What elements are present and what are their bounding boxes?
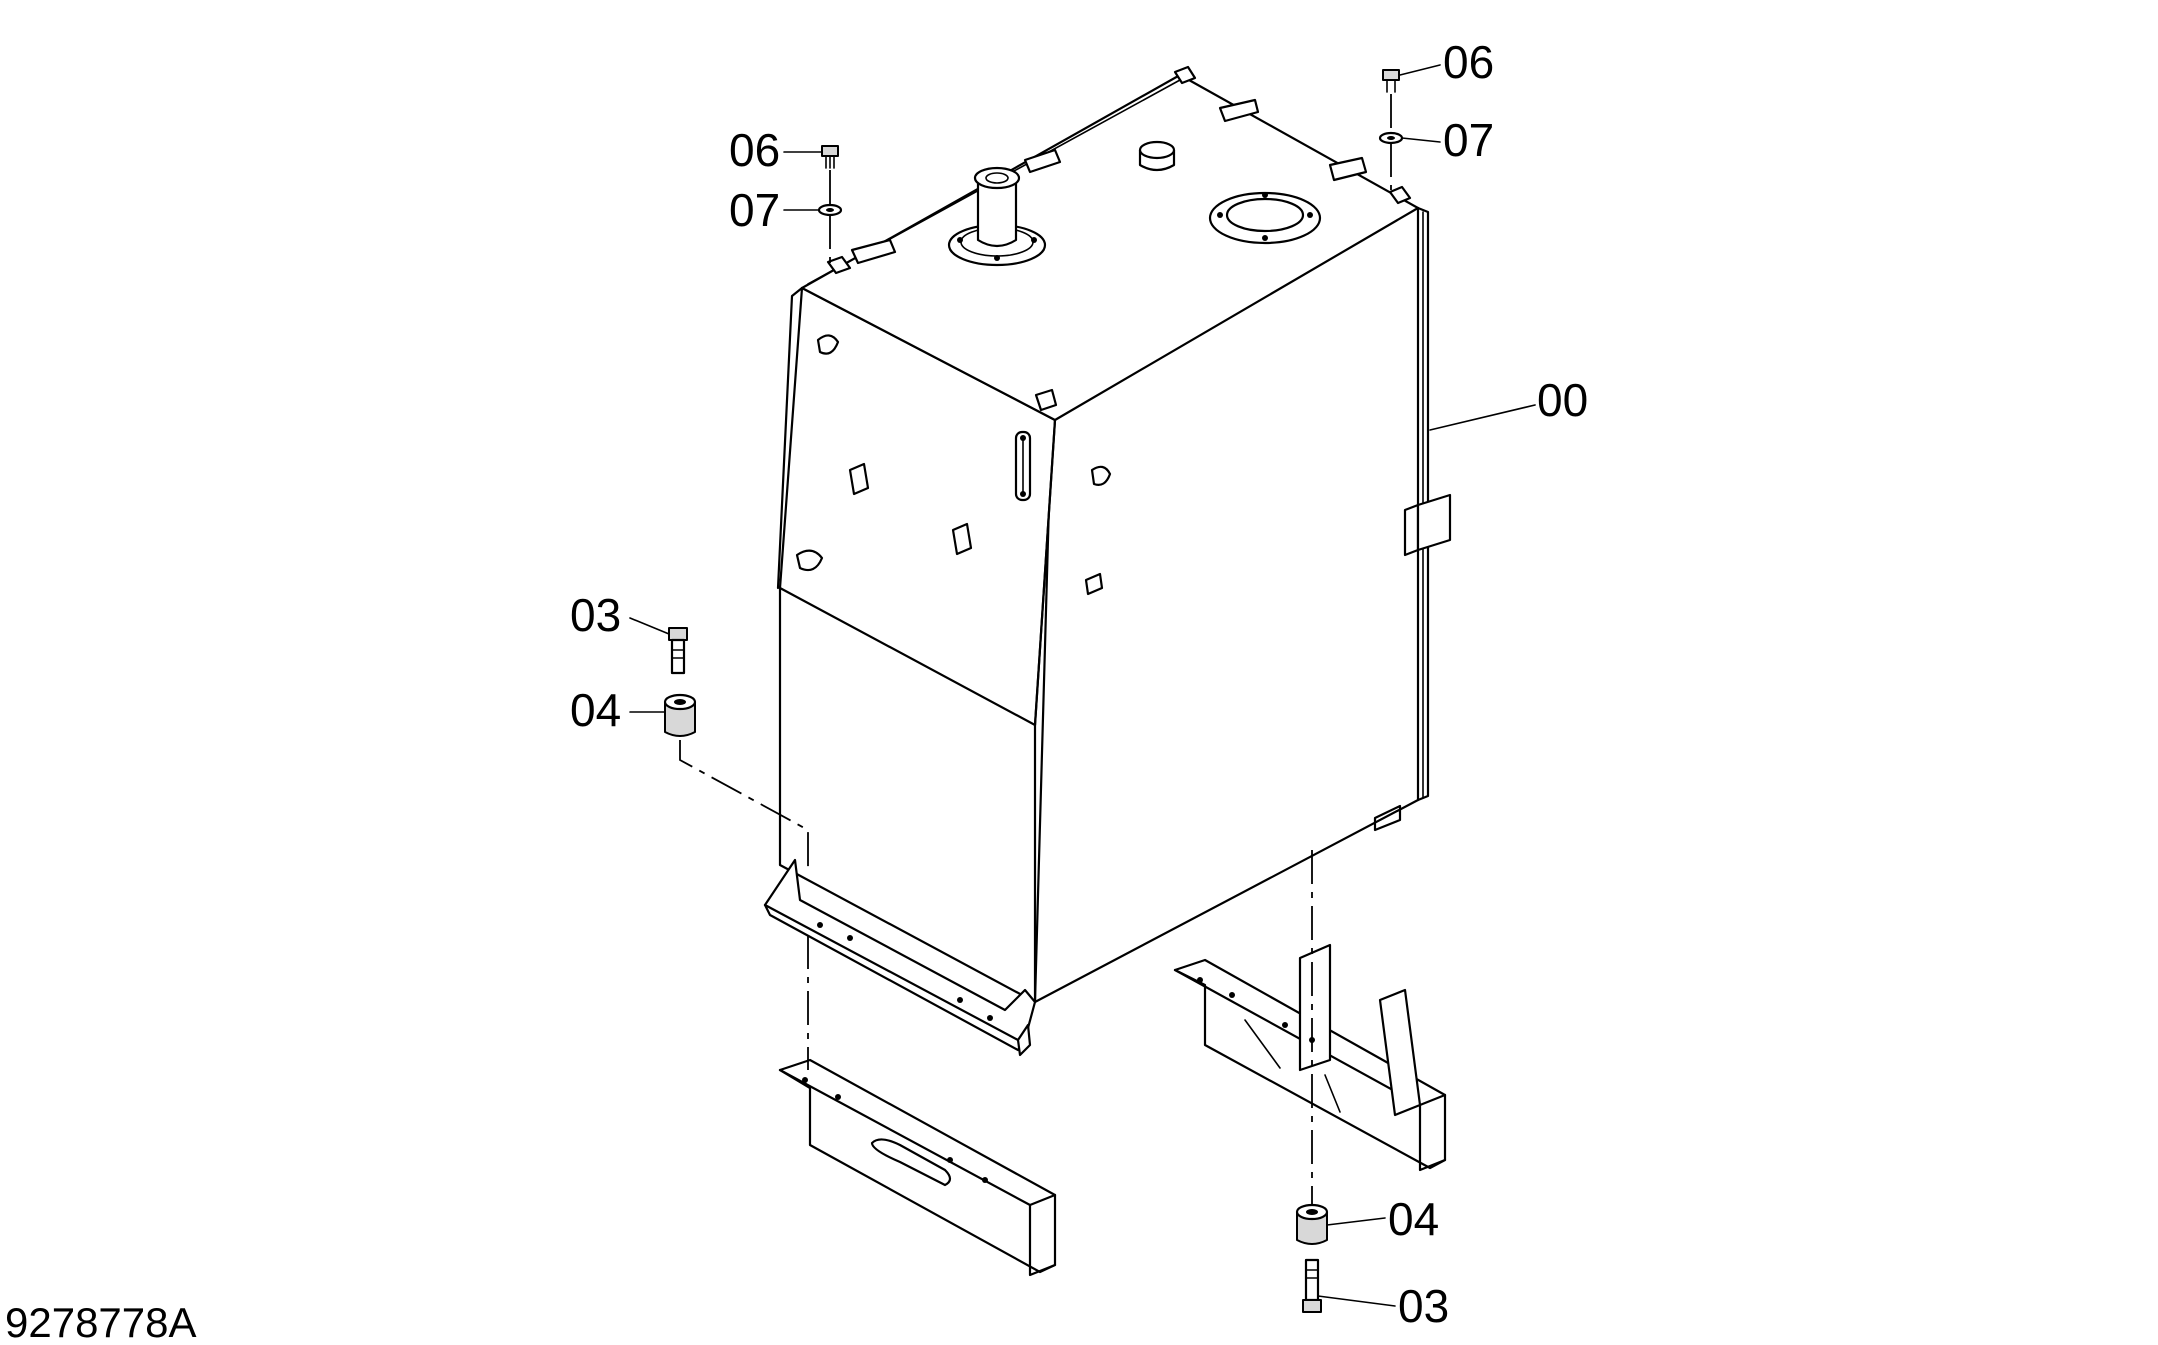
- top-bracket: [1328, 156, 1368, 182]
- breather-cap: [1138, 140, 1176, 172]
- mount-pad: [1388, 185, 1412, 205]
- label-bolt-left: 03: [570, 589, 621, 641]
- label-washer-left: 07: [729, 184, 780, 236]
- bolt-left: [668, 627, 688, 675]
- label-bolt-right: 03: [1398, 1280, 1449, 1332]
- level-gauge: [1014, 430, 1032, 502]
- clip: [951, 522, 973, 556]
- plug-fitting: [1090, 465, 1112, 486]
- leader-lines: [629, 64, 1536, 1307]
- clip: [848, 462, 870, 496]
- filler-neck: [947, 166, 1047, 267]
- tank-foot: [763, 858, 1037, 1057]
- mount-pad: [826, 255, 852, 275]
- plug-fitting: [795, 549, 824, 572]
- label-tank: 00: [1537, 374, 1588, 426]
- top-bracket: [1023, 148, 1062, 174]
- top-bracket: [1218, 98, 1260, 123]
- label-spacer-left: 04: [570, 684, 621, 736]
- top-bracket: [850, 238, 897, 265]
- clip: [1084, 572, 1104, 596]
- mount-pad: [1034, 388, 1058, 412]
- mount-pad: [1173, 65, 1197, 85]
- label-screw-left: 06: [729, 124, 780, 176]
- washer-right: [1378, 131, 1404, 145]
- screw-right: [1382, 69, 1400, 93]
- hydraulic-tank: [763, 65, 1452, 1057]
- label-screw-right: 06: [1443, 36, 1494, 88]
- support-bracket-left: [778, 1058, 1057, 1277]
- label-washer-right: 07: [1443, 114, 1494, 166]
- support-bracket-right: [1173, 943, 1447, 1172]
- spacer-right: [1295, 1203, 1329, 1245]
- spacer-left: [663, 693, 697, 737]
- assembly-center-lines: [679, 94, 1392, 1205]
- drawing-id: 9278778A: [5, 1299, 197, 1345]
- inspection-cover: [1208, 191, 1322, 245]
- plug-fitting: [816, 334, 840, 355]
- bolt-right: [1302, 1258, 1322, 1313]
- washer-left: [817, 203, 843, 217]
- screw-left: [821, 145, 839, 169]
- label-spacer-right: 04: [1388, 1193, 1439, 1245]
